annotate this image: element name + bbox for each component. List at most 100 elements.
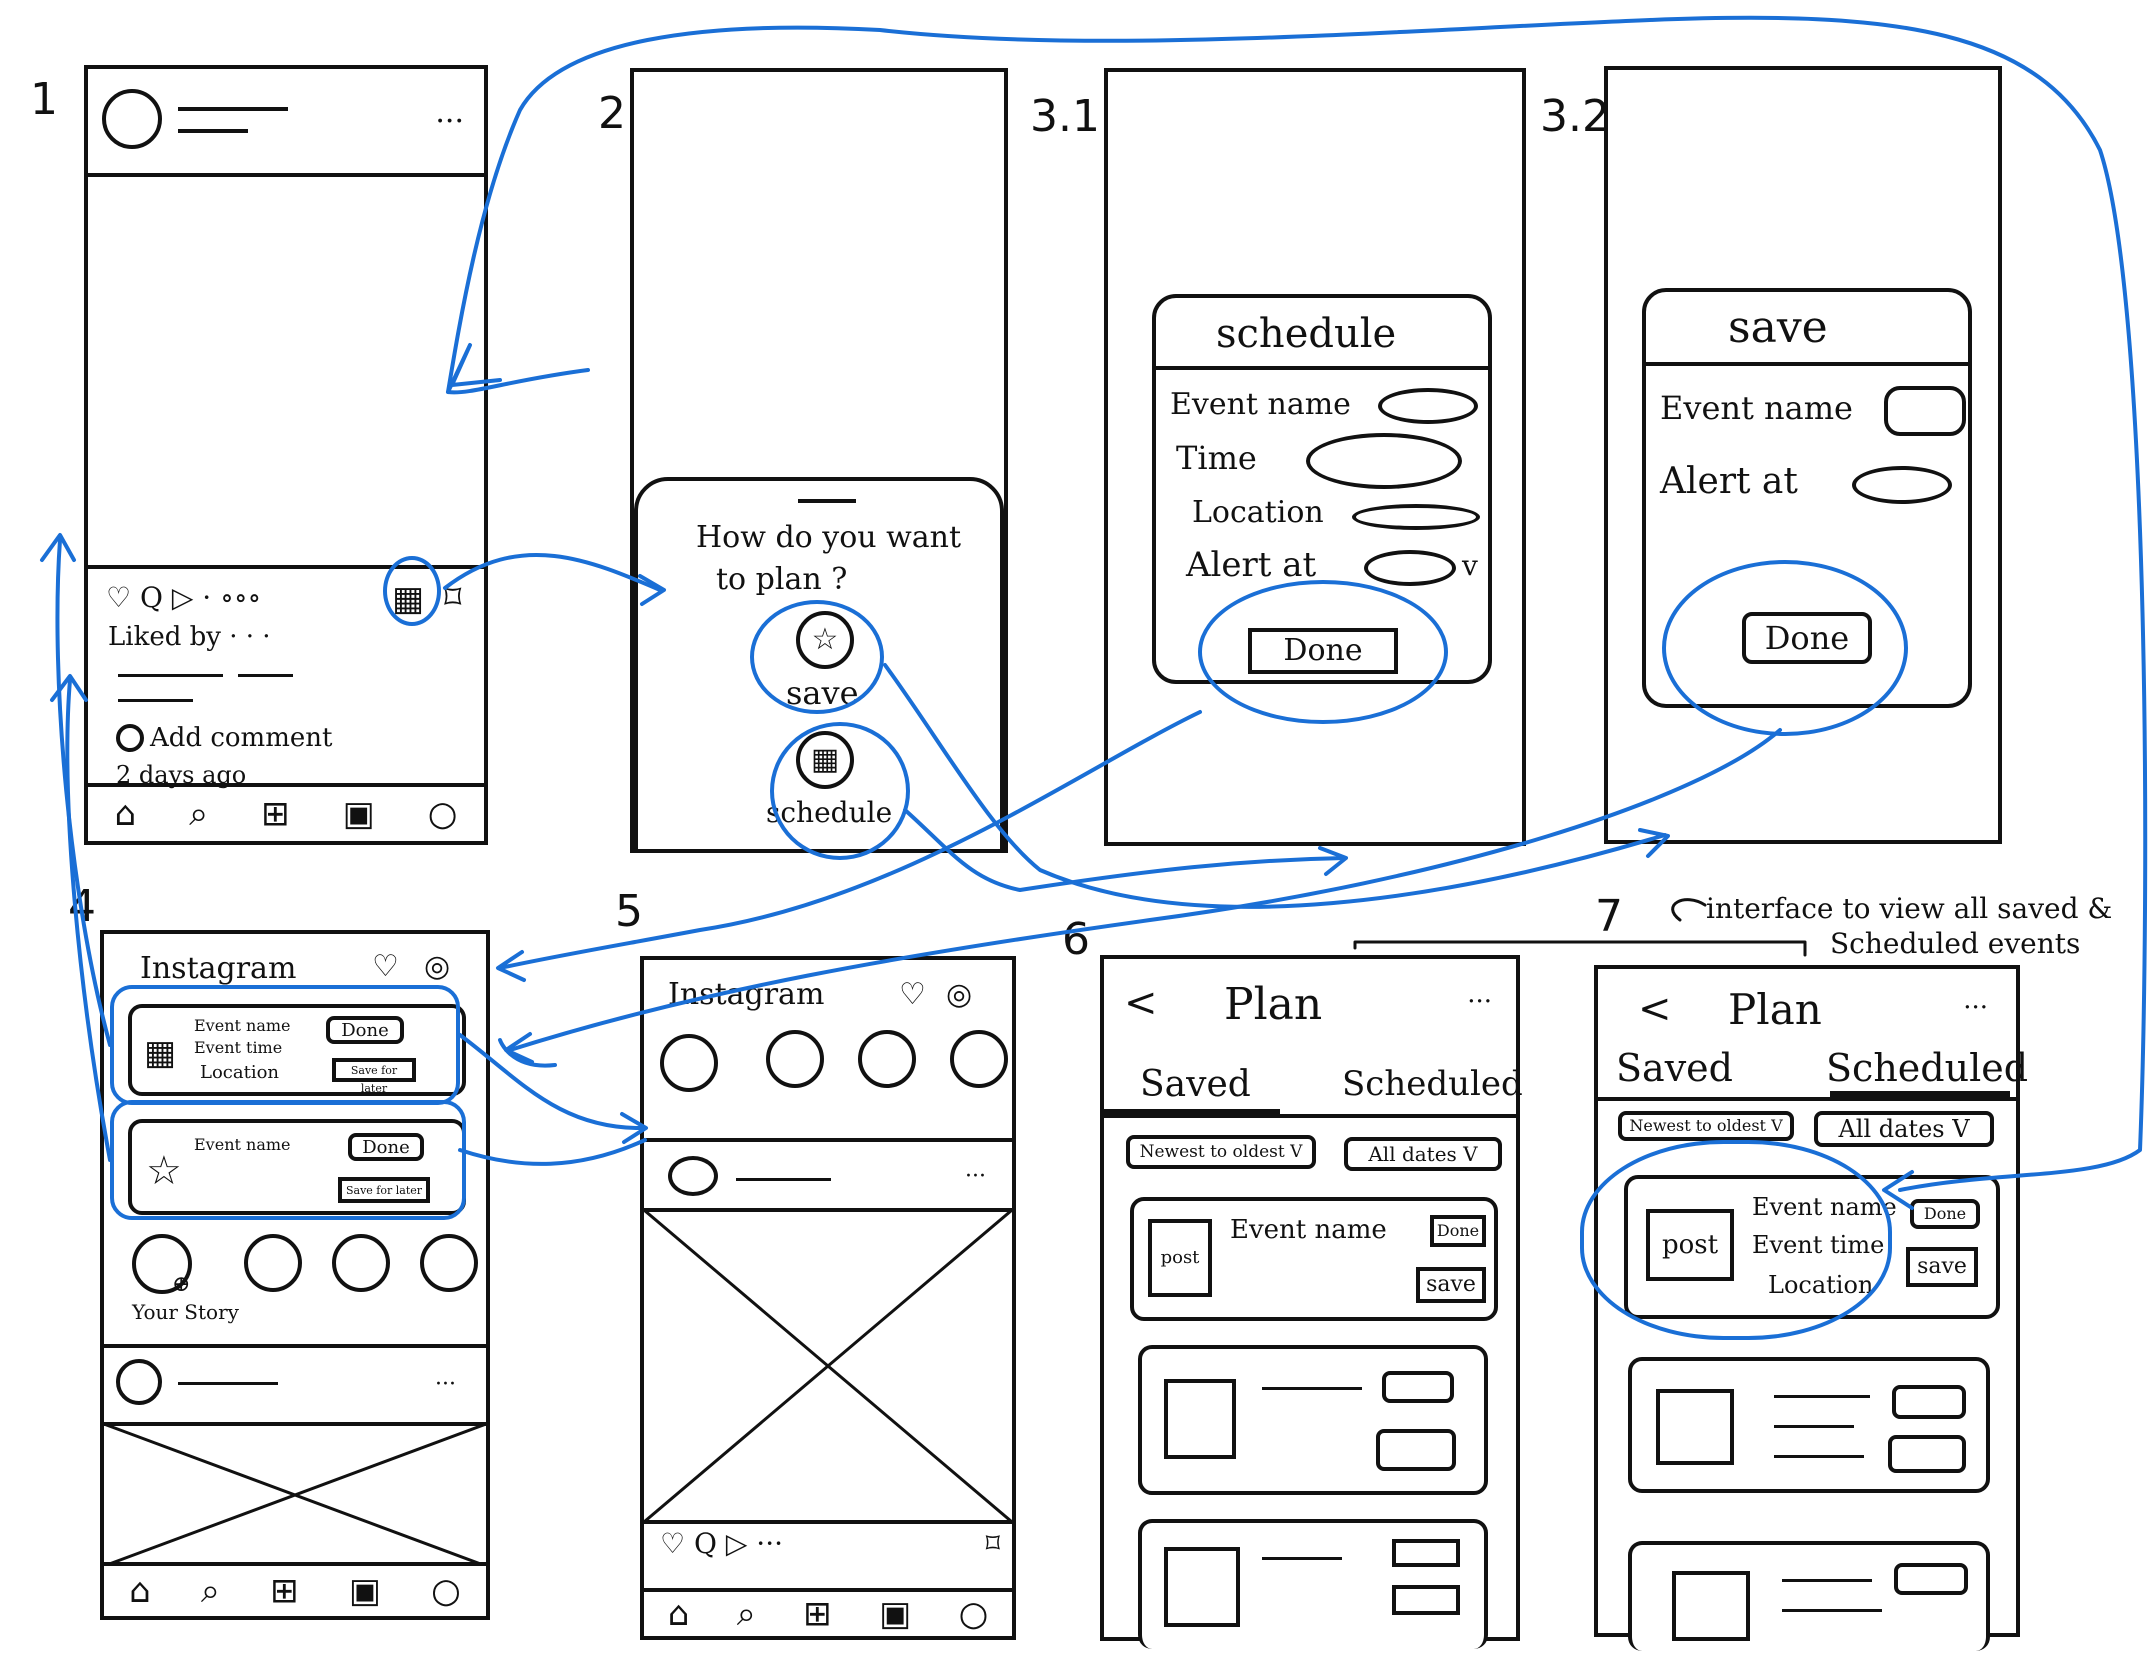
tab-scheduled[interactable]: Scheduled xyxy=(1342,1064,1523,1104)
username-scribble xyxy=(736,1178,831,1181)
messenger-icon[interactable]: ◎ xyxy=(424,949,451,984)
search-icon[interactable]: ⌕ xyxy=(200,1571,220,1611)
add-icon[interactable]: ⊞ xyxy=(270,1571,299,1611)
event-name-field[interactable] xyxy=(1884,386,1966,436)
done-button[interactable]: Done xyxy=(1430,1215,1486,1247)
story-avatar[interactable] xyxy=(766,1030,824,1088)
image-placeholder xyxy=(104,1424,486,1566)
reels-icon[interactable]: ▣ xyxy=(879,1594,912,1634)
add-comment-field[interactable]: Add comment xyxy=(150,723,333,753)
profile-icon[interactable]: ○ xyxy=(431,1571,461,1611)
your-story-avatar[interactable] xyxy=(660,1034,718,1092)
back-button[interactable]: < xyxy=(1124,980,1158,1026)
done-button[interactable] xyxy=(1382,1371,1454,1403)
alert-at-field[interactable] xyxy=(1364,550,1456,586)
add-icon[interactable]: ⊞ xyxy=(803,1594,832,1634)
tab-scheduled[interactable]: Scheduled xyxy=(1826,1046,2029,1090)
done-highlight xyxy=(1198,580,1448,724)
profile-icon[interactable]: ○ xyxy=(427,794,458,834)
sheet-handle[interactable] xyxy=(798,499,856,503)
home-icon[interactable]: ⌂ xyxy=(114,794,137,834)
done-button[interactable] xyxy=(1892,1385,1966,1419)
action-icons[interactable]: ♡ Q ▷ ··· xyxy=(660,1527,783,1560)
heart-icon[interactable]: ♡ xyxy=(899,977,926,1012)
home-icon[interactable]: ⌂ xyxy=(667,1594,690,1634)
screen-4-feed-with-plans: Instagram ♡ ◎ ▦ Event name Event time Lo… xyxy=(100,930,490,1620)
save-for-later-button[interactable]: Save for later xyxy=(338,1177,430,1203)
tab-saved[interactable]: Saved xyxy=(1140,1064,1251,1105)
annotation-line-2: Scheduled events xyxy=(1830,927,2081,960)
done-highlight xyxy=(1662,560,1908,736)
alert-dropdown-caret[interactable]: v xyxy=(1462,549,1478,582)
back-button[interactable]: < xyxy=(1638,986,1672,1032)
sort-filter-dropdown[interactable]: Newest to oldest V xyxy=(1126,1135,1316,1169)
page-title: Plan xyxy=(1224,979,1323,1030)
your-story-avatar[interactable] xyxy=(132,1234,192,1294)
comment-avatar-icon xyxy=(116,724,144,752)
story-avatar[interactable] xyxy=(420,1234,478,1292)
sort-filter-dropdown[interactable]: Newest to oldest V xyxy=(1618,1111,1794,1141)
save-button[interactable] xyxy=(1376,1429,1456,1471)
action-icons[interactable]: ♡ Q ▷ · ∘∘∘ xyxy=(106,581,262,614)
heart-icon[interactable]: ♡ xyxy=(372,949,399,984)
reels-icon[interactable]: ▣ xyxy=(348,1571,381,1611)
saved-event-card[interactable]: ☆ Event name Done Save for later xyxy=(128,1119,466,1215)
saved-event-card[interactable]: post Event name Done save xyxy=(1130,1197,1498,1321)
username-scribble xyxy=(178,107,288,111)
save-for-later-button[interactable]: Save for later xyxy=(332,1058,416,1095)
done-button[interactable]: Done xyxy=(326,1016,404,1044)
more-menu-icon[interactable]: ··· xyxy=(1963,993,1988,1023)
location-field[interactable] xyxy=(1352,504,1480,530)
more-menu-icon[interactable]: ··· xyxy=(965,1164,986,1189)
scheduled-card-highlight xyxy=(110,985,460,1105)
scheduled-event-card[interactable]: ▦ Event name Event time Location Done Sa… xyxy=(128,1004,466,1096)
more-menu-icon[interactable]: ··· xyxy=(1467,987,1492,1017)
event-name-field[interactable] xyxy=(1378,388,1478,424)
search-icon[interactable]: ⌕ xyxy=(189,794,209,834)
scheduled-event-card[interactable] xyxy=(1628,1357,1990,1493)
more-menu-icon[interactable]: ··· xyxy=(435,1372,456,1397)
add-story-icon[interactable]: ⊕ xyxy=(172,1272,191,1297)
bookmark-icon[interactable]: ⌑ xyxy=(985,1527,1000,1560)
reels-icon[interactable]: ▣ xyxy=(342,794,375,834)
event-time-text: Event time xyxy=(194,1038,283,1057)
save-button[interactable] xyxy=(1392,1585,1460,1615)
home-icon[interactable]: ⌂ xyxy=(129,1571,151,1611)
dialog-title: save xyxy=(1728,302,1828,353)
done-button[interactable] xyxy=(1392,1539,1460,1567)
story-avatar[interactable] xyxy=(332,1234,390,1292)
text-scribble xyxy=(1774,1425,1854,1428)
done-button[interactable] xyxy=(1894,1563,1968,1595)
text-scribble xyxy=(1774,1455,1864,1458)
bookmark-icon[interactable]: ⌑ xyxy=(444,578,462,618)
add-icon[interactable]: ⊞ xyxy=(261,794,290,834)
saved-event-card[interactable] xyxy=(1138,1345,1488,1495)
date-filter-dropdown[interactable]: All dates V xyxy=(1344,1137,1502,1171)
saved-card-highlight xyxy=(110,1100,466,1220)
profile-icon[interactable]: ○ xyxy=(958,1594,989,1634)
save-button[interactable]: save xyxy=(1906,1247,1978,1287)
post-thumbnail xyxy=(1164,1379,1236,1459)
saved-event-card[interactable] xyxy=(1138,1519,1488,1649)
post-thumbnail xyxy=(1656,1389,1734,1465)
tab-saved[interactable]: Saved xyxy=(1616,1046,1733,1090)
search-icon[interactable]: ⌕ xyxy=(736,1594,756,1634)
story-avatar[interactable] xyxy=(950,1030,1008,1088)
more-menu-icon[interactable]: ··· xyxy=(435,104,464,139)
messenger-icon[interactable]: ◎ xyxy=(946,977,973,1012)
time-field[interactable] xyxy=(1306,433,1462,489)
save-button[interactable] xyxy=(1888,1435,1966,1473)
calendar-icon: ▦ xyxy=(144,1033,177,1073)
story-avatar[interactable] xyxy=(858,1030,916,1088)
avatar-icon xyxy=(668,1156,718,1196)
done-button[interactable]: Done xyxy=(1910,1199,1980,1229)
date-filter-dropdown[interactable]: All dates V xyxy=(1814,1111,1994,1147)
screen-number: 6 xyxy=(1062,914,1090,965)
done-button[interactable]: Done xyxy=(348,1133,424,1161)
save-button[interactable]: save xyxy=(1416,1267,1486,1303)
alert-at-field[interactable] xyxy=(1852,466,1952,504)
text-scribble xyxy=(1262,1387,1362,1390)
alert-at-label: Alert at xyxy=(1186,545,1317,585)
scheduled-event-card[interactable] xyxy=(1628,1541,1990,1651)
story-avatar[interactable] xyxy=(244,1234,302,1292)
